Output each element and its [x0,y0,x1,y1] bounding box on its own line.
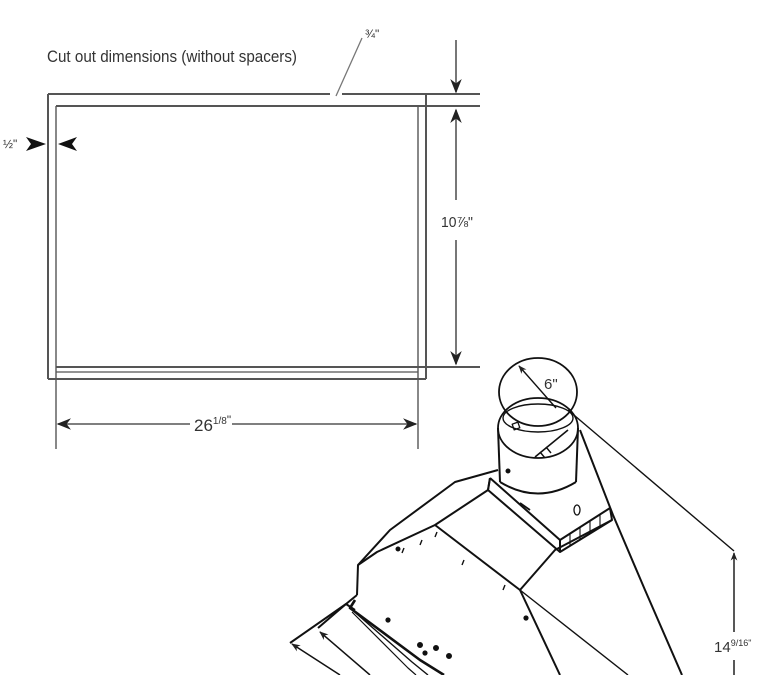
duct-diameter-arrow [518,365,557,409]
left-arrow-in [26,137,46,151]
duct-collar-ellipse [497,397,579,459]
duct-diameter-label: 6" [544,376,558,393]
frame-width-label: ¾" [365,27,379,41]
range-hood-drawing [289,357,738,675]
front-depth-arrow-inner [319,631,371,675]
duct-top-circle [498,357,578,427]
right-arrow-in [58,137,77,151]
cutout-frame [47,93,480,449]
side-margin-label: ½" [3,137,17,151]
width-label: 261/8" [194,413,231,435]
frame-width-leader [335,37,363,97]
hood-height-label: 149/16" [714,638,751,656]
height-label: 10⅞" [441,214,473,231]
diagram-title: Cut out dimensions (without spacers) [47,47,297,66]
front-depth-arrow-outer [291,643,341,675]
hood-height-label-bg [712,632,758,656]
